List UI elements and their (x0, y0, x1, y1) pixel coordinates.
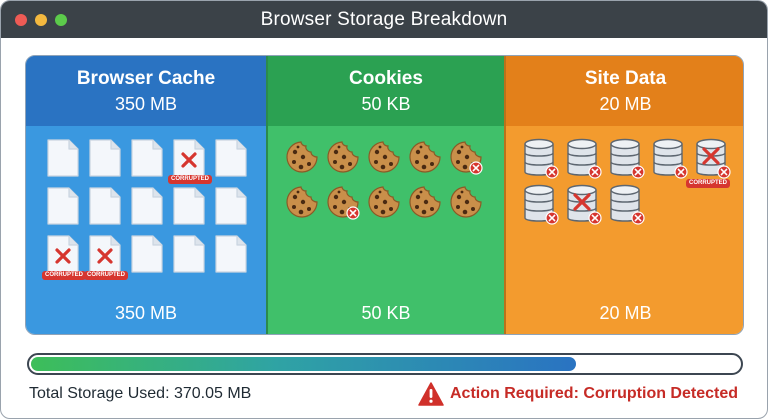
corrupted-file-icon[interactable] (46, 234, 80, 274)
panel-header: Site Data 20 MB (506, 56, 743, 126)
cookie-icon[interactable] (325, 140, 361, 176)
panel-footer-size: 50 KB (361, 303, 411, 323)
corrupted-file-icon[interactable] (88, 234, 122, 274)
warning-icon (418, 382, 444, 411)
database-icon[interactable] (651, 138, 689, 180)
corrupted-label: CORRUPTED (42, 271, 87, 280)
storage-panels: Browser Cache 350 MB CORRUPTED CORRUPTED… (25, 55, 744, 335)
cookie-icon[interactable] (284, 185, 320, 221)
corrupted-database-icon[interactable] (694, 138, 732, 180)
database-icon[interactable] (522, 184, 560, 226)
panel-size: 350 MB (114, 94, 178, 114)
zoom-button[interactable] (55, 14, 67, 26)
window-title: Browser Storage Breakdown (260, 9, 508, 30)
alert-text: Action Required: Corruption Detected (450, 385, 739, 402)
corrupted-database-icon[interactable] (565, 184, 603, 226)
panel-browser-cache[interactable]: Browser Cache 350 MB CORRUPTED CORRUPTED… (26, 56, 266, 334)
panel-header: Cookies 50 KB (268, 56, 504, 126)
panel-size: 20 MB (599, 94, 652, 114)
title-bar: Browser Storage Breakdown (1, 1, 767, 38)
file-icon[interactable] (130, 186, 164, 226)
panel-footer-size: 350 MB (114, 303, 178, 323)
database-icon[interactable] (565, 138, 603, 180)
file-icon[interactable] (46, 138, 80, 178)
storage-progress-bar (27, 353, 743, 375)
panel-footer-size: 20 MB (599, 303, 652, 323)
corrupted-file-icon[interactable] (172, 138, 206, 178)
file-icon[interactable] (46, 186, 80, 226)
file-icon[interactable] (172, 234, 206, 274)
close-button[interactable] (15, 14, 27, 26)
panel-title: Site Data (584, 68, 667, 89)
cookie-icon[interactable] (366, 185, 402, 221)
database-icon[interactable] (522, 138, 560, 180)
corrupted-label: CORRUPTED (686, 179, 731, 188)
panel-title: Browser Cache (76, 68, 216, 89)
file-icon[interactable] (130, 138, 164, 178)
panel-site-data[interactable]: Site Data 20 MB CORRUPTED (504, 56, 743, 334)
file-icon[interactable] (88, 138, 122, 178)
file-icon[interactable] (172, 186, 206, 226)
cookie-icon[interactable] (448, 140, 484, 176)
cookie-icon[interactable] (448, 185, 484, 221)
panel-cookies[interactable]: Cookies 50 KB (266, 56, 504, 334)
cookie-icon[interactable] (366, 140, 402, 176)
database-icon[interactable] (608, 184, 646, 226)
corrupted-label: CORRUPTED (168, 175, 213, 184)
progress-fill (31, 357, 576, 371)
file-icon[interactable] (88, 186, 122, 226)
panel-header: Browser Cache 350 MB (26, 56, 266, 126)
panel-size: 50 KB (361, 94, 411, 114)
cookie-icon[interactable] (407, 140, 443, 176)
file-icon[interactable] (214, 186, 248, 226)
cookie-icon[interactable] (284, 140, 320, 176)
total-storage-text: Total Storage Used: 370.05 MB (29, 385, 252, 402)
corrupted-label: CORRUPTED (84, 271, 129, 280)
file-icon[interactable] (130, 234, 164, 274)
file-icon[interactable] (214, 138, 248, 178)
panel-title: Cookies (349, 68, 423, 89)
cookie-icon[interactable] (407, 185, 443, 221)
database-icon[interactable] (608, 138, 646, 180)
minimize-button[interactable] (35, 14, 47, 26)
file-icon[interactable] (214, 234, 248, 274)
cookie-icon[interactable] (325, 185, 361, 221)
